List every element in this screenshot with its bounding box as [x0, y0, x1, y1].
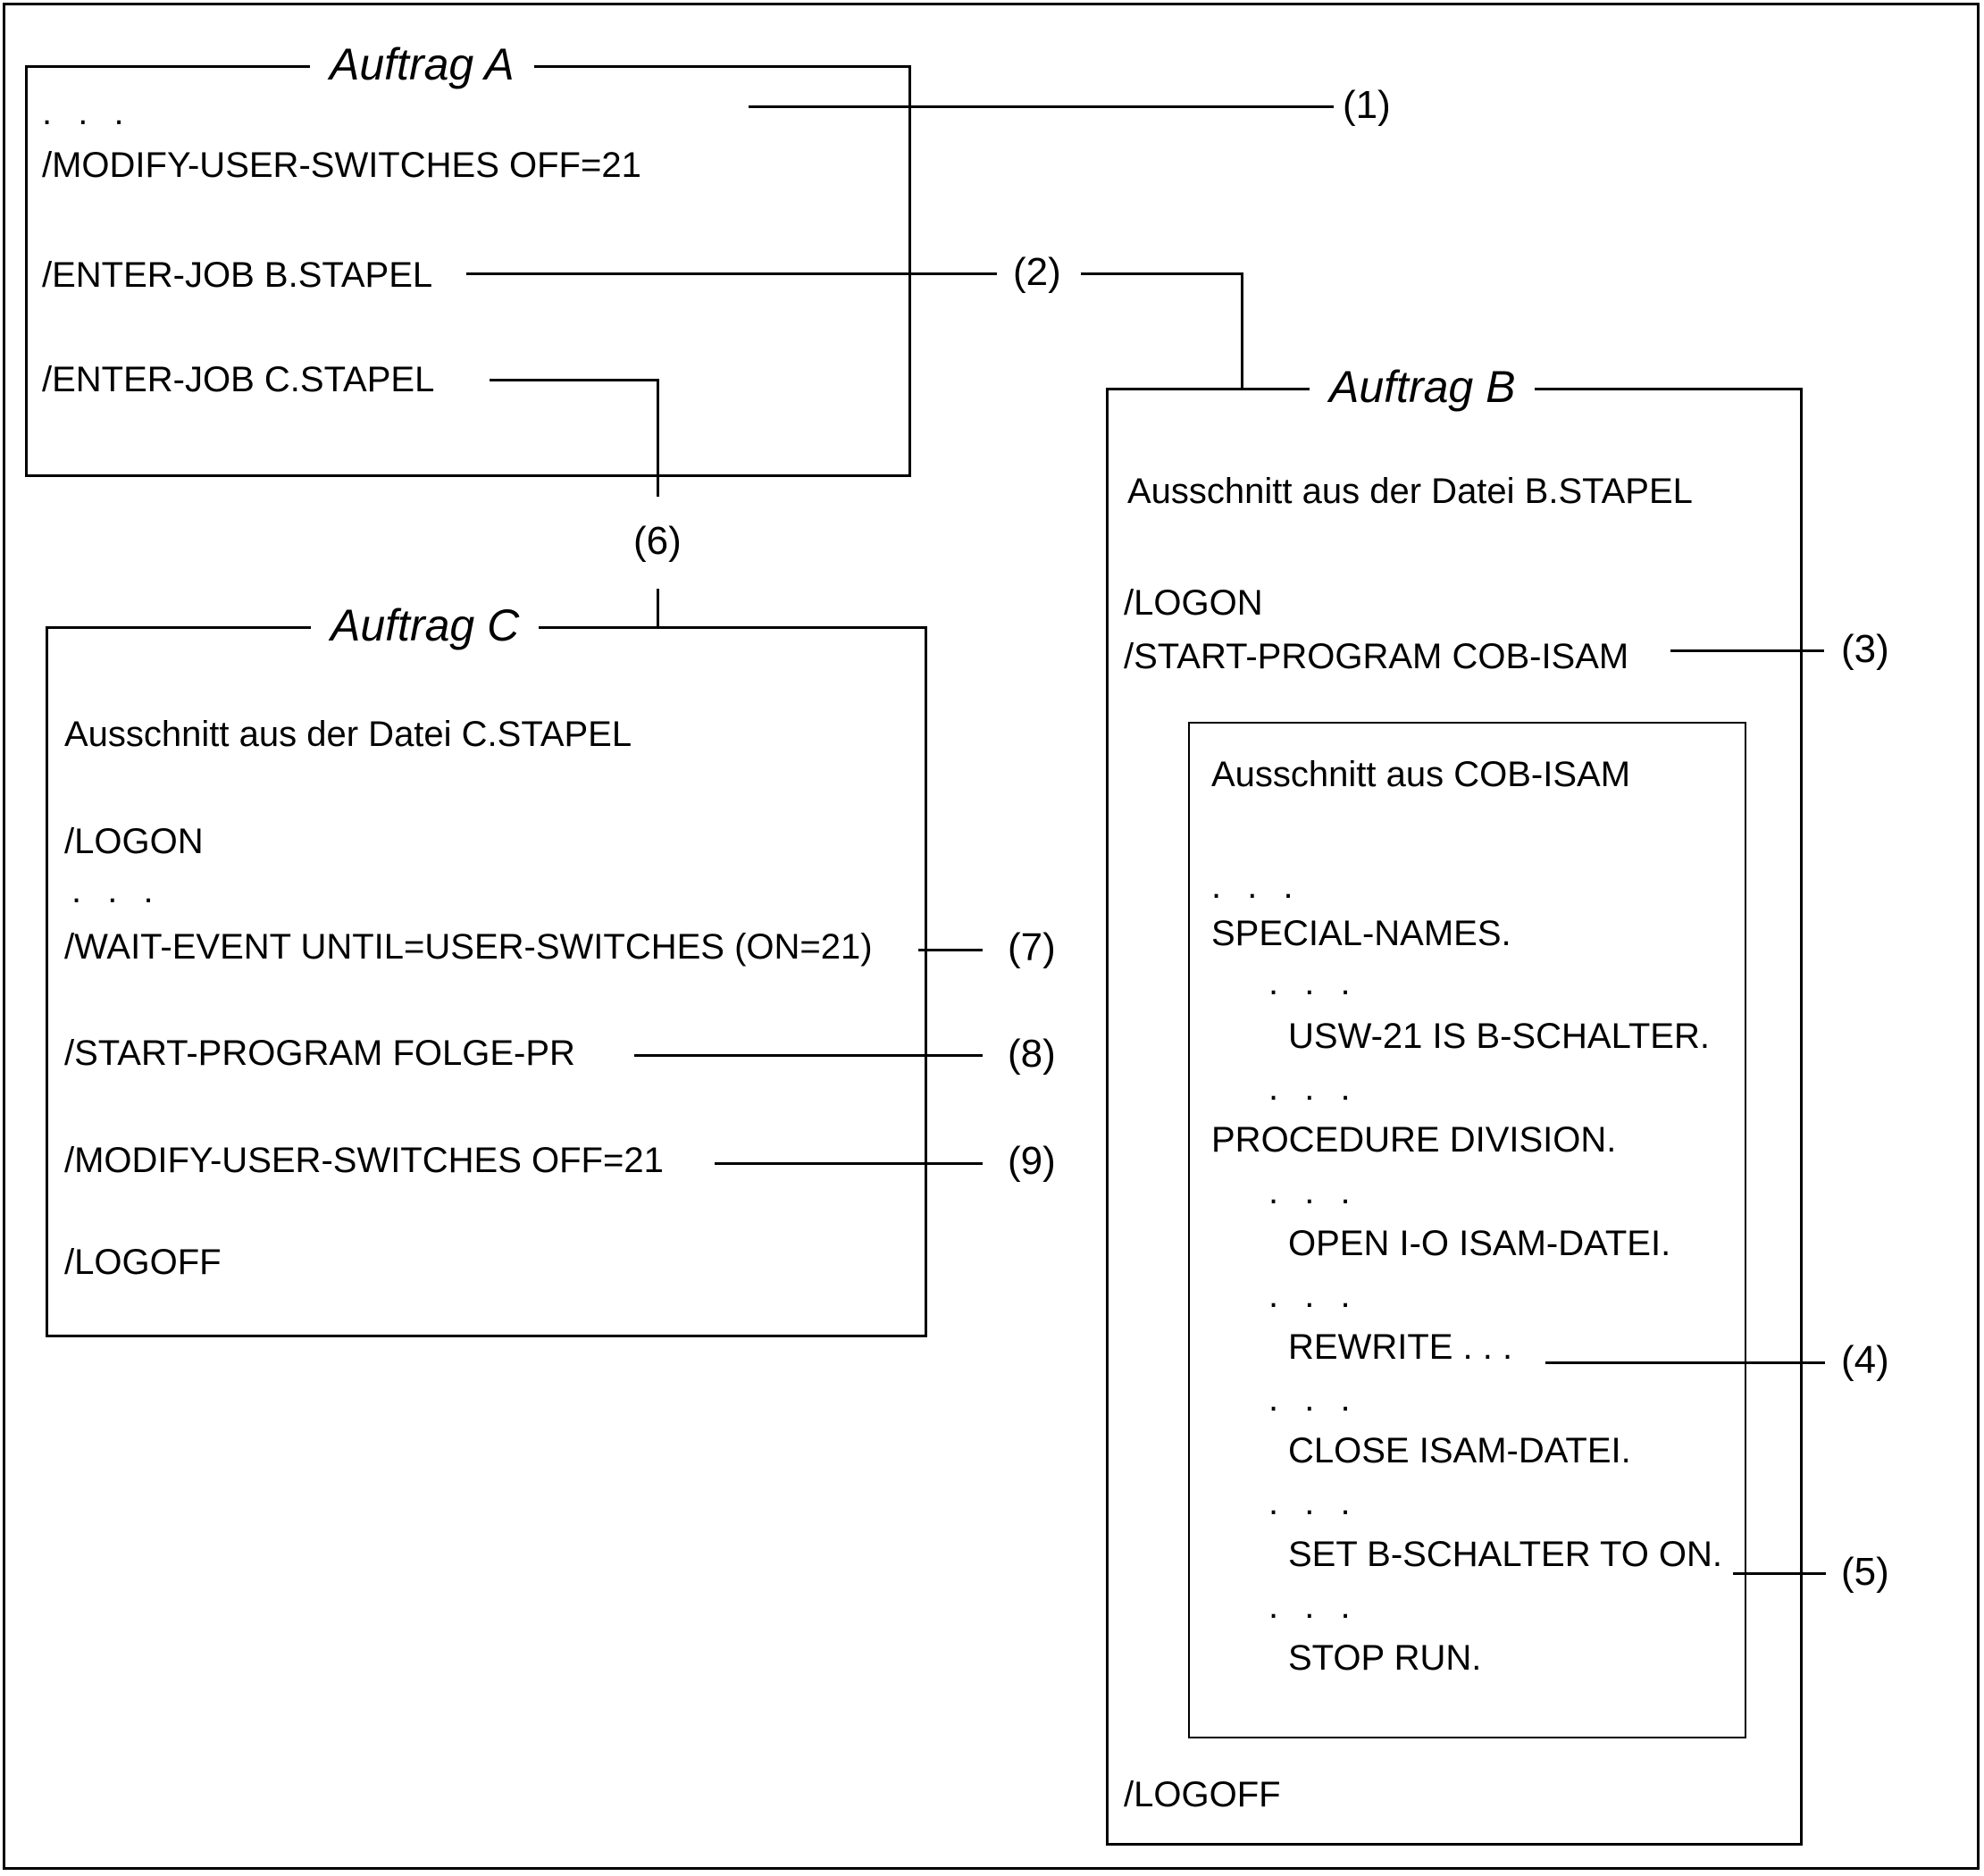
cob-isam-line-set-b-schalter: SET B-SCHALTER TO ON.: [1288, 1535, 1723, 1574]
callout-5: (5): [1841, 1550, 1889, 1594]
cob-isam-line-dots-8: . . .: [1268, 1587, 1359, 1626]
callout-2: (2): [1013, 250, 1061, 294]
auftrag-a-line-modify-user-switches: /MODIFY-USER-SWITCHES OFF=21: [42, 146, 641, 185]
cob-isam-line-dots-5: . . .: [1268, 1276, 1359, 1315]
cob-isam-line-usw-21: USW-21 IS B-SCHALTER.: [1288, 1017, 1710, 1056]
cob-isam-line-procedure-division: PROCEDURE DIVISION.: [1211, 1120, 1617, 1160]
leader-line-3: [1670, 649, 1824, 652]
auftrag-b-line-start-program: /START-PROGRAM COB-ISAM: [1124, 637, 1629, 676]
cob-isam-line-dots-3: . . .: [1268, 1068, 1359, 1108]
callout-9: (9): [1008, 1139, 1056, 1183]
leader-line-2-drop: [1241, 272, 1243, 390]
callout-7: (7): [1008, 925, 1056, 969]
callout-6: (6): [633, 519, 682, 563]
auftrag-c-line-start-program: /START-PROGRAM FOLGE-PR: [64, 1034, 575, 1073]
leader-line-8: [634, 1054, 983, 1057]
cob-isam-panel: [1188, 722, 1746, 1738]
auftrag-a-title: Auftrag A: [310, 38, 534, 91]
leader-line-6-top: [490, 379, 658, 381]
cob-isam-line-dots-6: . . .: [1268, 1379, 1359, 1419]
cob-isam-intro: Ausschnitt aus COB-ISAM: [1211, 755, 1631, 794]
callout-3: (3): [1841, 627, 1889, 671]
auftrag-b-intro: Ausschnitt aus der Datei B.STAPEL: [1127, 472, 1693, 511]
auftrag-c-intro: Ausschnitt aus der Datei C.STAPEL: [64, 715, 632, 754]
auftrag-c-line-wait-event: /WAIT-EVENT UNTIL=USER-SWITCHES (ON=21): [64, 927, 873, 967]
leader-line-6-drop-upper: [657, 379, 659, 497]
callout-4: (4): [1841, 1338, 1889, 1382]
leader-line-7: [918, 949, 983, 951]
cob-isam-line-special-names: SPECIAL-NAMES.: [1211, 914, 1511, 953]
auftrag-c-line-dots: . . .: [71, 871, 162, 910]
auftrag-c-line-logoff: /LOGOFF: [64, 1243, 222, 1282]
leader-line-2-left: [466, 272, 997, 275]
auftrag-a-line-enter-job-b: /ENTER-JOB B.STAPEL: [42, 255, 433, 295]
leader-line-5: [1733, 1572, 1826, 1575]
cob-isam-line-dots-4: . . .: [1268, 1172, 1359, 1211]
auftrag-b-line-logoff: /LOGOFF: [1124, 1775, 1281, 1814]
cob-isam-line-dots-7: . . .: [1268, 1483, 1359, 1522]
auftrag-b-line-logon: /LOGON: [1124, 583, 1263, 623]
auftrag-b-title: Auftrag B: [1310, 360, 1536, 414]
auftrag-b-panel: Auftrag B: [1106, 360, 1803, 1846]
cob-isam-line-stop-run: STOP RUN.: [1288, 1638, 1482, 1678]
cob-isam-line-dots-1: . . .: [1211, 867, 1302, 906]
callout-1: (1): [1343, 83, 1391, 127]
auftrag-c-line-logon: /LOGON: [64, 822, 204, 861]
cob-isam-line-close-isam-datei: CLOSE ISAM-DATEI.: [1288, 1431, 1631, 1470]
callout-8: (8): [1008, 1032, 1056, 1076]
cob-isam-line-rewrite: REWRITE . . .: [1288, 1327, 1513, 1367]
auftrag-a-panel: Auftrag A: [25, 38, 911, 477]
cob-isam-line-dots-2: . . .: [1268, 963, 1359, 1002]
auftrag-a-line-dots: . . .: [42, 93, 132, 132]
leader-line-2-right: [1081, 272, 1243, 275]
auftrag-c-title: Auftrag C: [311, 599, 540, 652]
auftrag-a-line-enter-job-c: /ENTER-JOB C.STAPEL: [42, 360, 435, 399]
cob-isam-line-open-io: OPEN I-O ISAM-DATEI.: [1288, 1224, 1671, 1263]
leader-line-1: [749, 105, 1334, 108]
auftrag-c-panel: Auftrag C: [46, 599, 927, 1337]
leader-line-6-drop-lower: [657, 589, 659, 629]
page-border: [3, 3, 1980, 1870]
auftrag-c-line-modify-user-switches: /MODIFY-USER-SWITCHES OFF=21: [64, 1141, 664, 1180]
leader-line-9: [715, 1162, 983, 1165]
leader-line-4: [1545, 1361, 1825, 1364]
